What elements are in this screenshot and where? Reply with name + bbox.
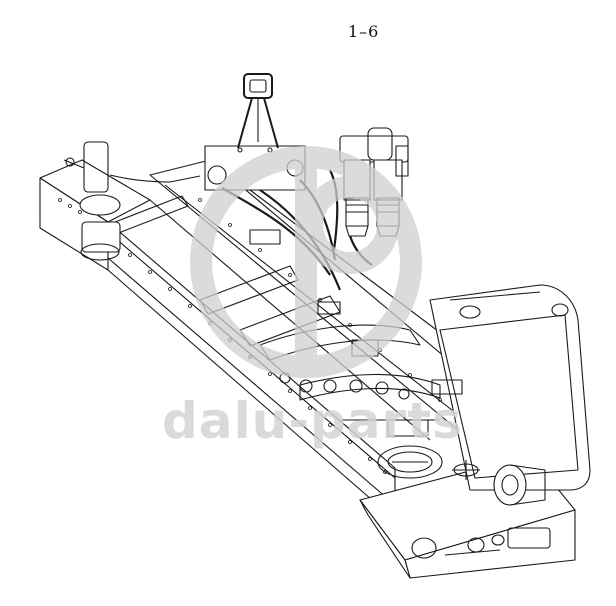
- rivet-rows: [58, 198, 442, 474]
- rail-brackets: [249, 229, 463, 437]
- fuel-tank: [429, 284, 591, 491]
- figure-number: 1–6: [348, 22, 380, 41]
- work-lamp: [237, 73, 279, 149]
- round-plate: [377, 445, 480, 480]
- rear-hub: [493, 464, 546, 506]
- front-left-assembly: [63, 141, 201, 261]
- frame-holes: [279, 372, 410, 400]
- watermark-logo: [190, 146, 422, 378]
- watermark-text: dalu-parts: [162, 392, 463, 450]
